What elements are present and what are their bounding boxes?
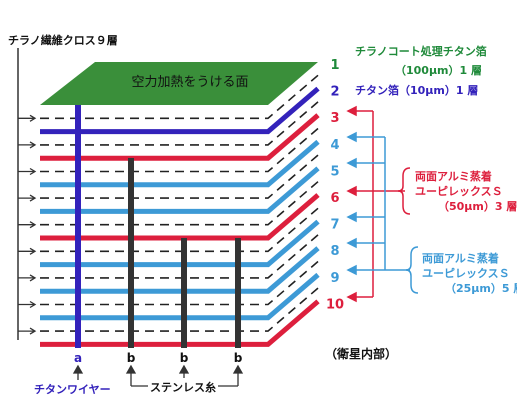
layer-number-8: 8 [330,244,339,259]
layer-number-3: 3 [330,111,339,126]
layer-7 [40,219,320,268]
titanium-wire-label: チタンワイヤー [34,383,111,396]
cloth-arrow [18,141,37,149]
red-group-label-line3: （50μm）3 層 [438,200,517,213]
cloth-arrow [18,167,37,176]
layer-10 [40,299,320,347]
cloth-arrow [18,327,37,335]
cloth-layer [40,207,319,253]
cloth-bracket [17,48,37,340]
top-surface-label: 空力加熱をうける面 [131,75,248,90]
layer-number-4: 4 [330,138,339,153]
cloth-layer [40,101,319,146]
blue-group-label-line1: 両面アルミ蒸着 [422,251,499,265]
cloth-arrow [18,274,37,282]
layer-3 [40,113,320,161]
layer-number-5: 5 [330,164,339,179]
layer-number-2: 2 [330,85,339,100]
top-green-surface [40,62,318,105]
layer-number-1: 1 [330,58,339,73]
layer-number-6: 6 [330,191,339,206]
cloth-layer [40,154,319,199]
cloth-layer [40,234,319,279]
cloth-arrow [18,247,37,255]
red-group-label-line2: ユーピレックスＳ [415,185,503,198]
layer-stack [40,74,320,347]
wire-label-b2: b [180,351,189,365]
blue-group-bracket [346,131,419,294]
layer-number-10: 10 [326,297,344,312]
cloth-arrow [18,221,37,229]
titanium-foil-label: チタン箔（10μm）1 層 [355,83,478,97]
layer-number-9: 9 [330,271,339,286]
blue-group-label-line3: （25μm）5 層 [445,282,517,295]
cloth-arrow [18,114,37,122]
cloth-layer [40,74,319,120]
layer-5 [40,166,320,214]
cloth-layer [40,287,319,332]
green-foil-label-line2: （100μm）1 層 [395,64,482,77]
wire-label-b3: b [234,351,243,365]
wire-group [75,105,241,348]
red-group-bracket [346,105,411,303]
layer-9 [40,272,320,321]
layer-number-group: 1 2 3 4 5 6 7 8 9 10 [326,58,344,312]
stainless-thread-label: ステンレス糸 [150,380,216,394]
cloth-layer [40,127,319,173]
blue-group-label-line2: ユーピレックスＳ [422,267,510,280]
cloth-layer [40,260,319,306]
bottom-arrows [72,364,244,387]
green-foil-label-line1: チラノコート処理チタン箔 [355,44,487,58]
satellite-interior-label: （衛星内部） [325,346,397,361]
red-group-label-line1: 両面アルミ蒸着 [415,169,492,183]
wire-label-a: a [74,351,82,365]
cloth-title: チラノ繊維クロス９層 [8,33,118,47]
layer-4 [40,139,320,188]
cloth-arrow [18,300,37,309]
layer-6 [40,193,320,241]
cloth-arrow [18,194,37,202]
layer-8 [40,246,320,294]
wire-label-b1: b [127,351,136,365]
layer-number-7: 7 [330,218,339,233]
layer-2 [40,86,320,135]
cloth-layer [40,181,319,226]
